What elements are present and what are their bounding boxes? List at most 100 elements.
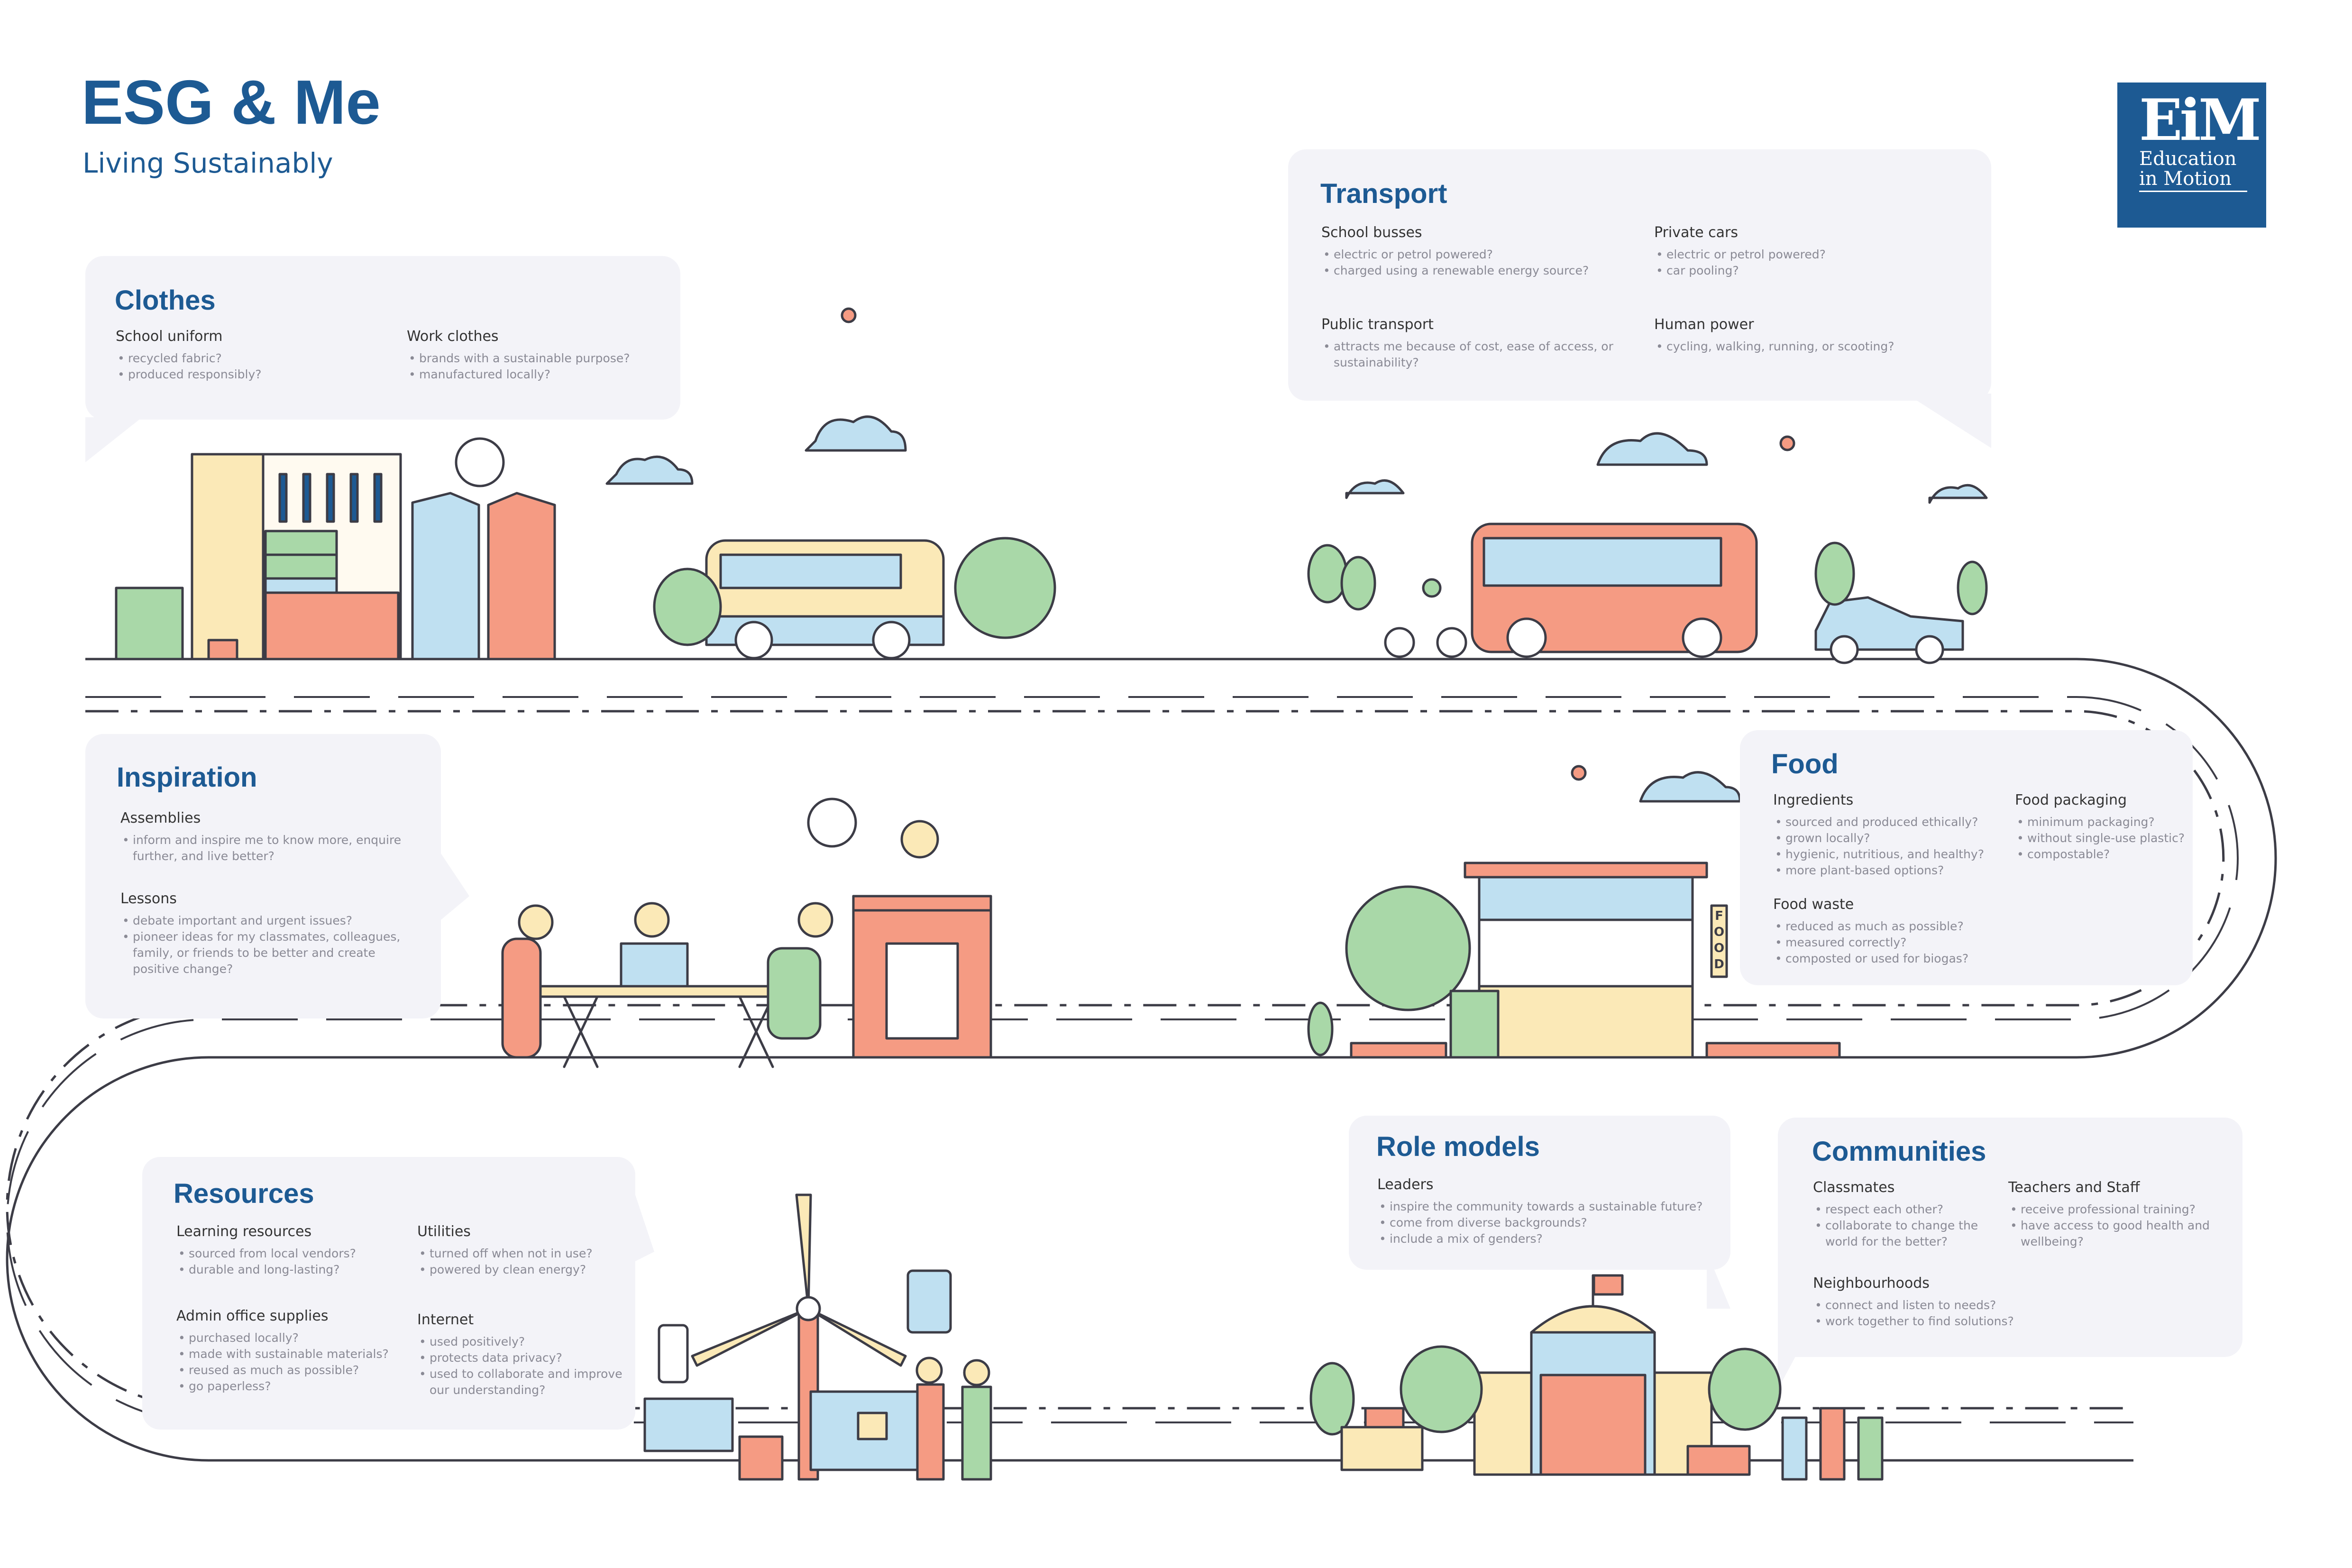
podium <box>852 895 992 1059</box>
food-stall <box>1464 862 1708 1059</box>
tree <box>1340 556 1376 611</box>
tree <box>653 568 722 646</box>
phone <box>658 1324 689 1384</box>
section-lessons: Lessons debate important and urgent issu… <box>120 890 424 977</box>
logo-rule <box>2139 191 2247 192</box>
classroom-table <box>534 985 803 1068</box>
fence <box>1350 1042 1447 1059</box>
section-school-uniform: School uniform recycled fabric?produced … <box>116 328 381 383</box>
sun-dot <box>1571 765 1587 781</box>
solar-panel <box>643 1397 734 1452</box>
section-utilities: Utilities turned off when not in use?pow… <box>417 1223 626 1278</box>
section-neighbourhoods: Neighbourhoods connect and listen to nee… <box>1813 1275 2097 1330</box>
eim-logo: EiM Education in Motion <box>2117 83 2266 228</box>
section-private-cars: Private cars electric or petrol powered?… <box>1654 224 1977 279</box>
section-leaders: Leaders inspire the community towards a … <box>1377 1176 1728 1247</box>
student-head <box>634 902 670 938</box>
panel-inspiration: Inspiration Assemblies inform and inspir… <box>85 734 441 1018</box>
cloud <box>605 455 694 485</box>
cyclist <box>1384 578 1467 658</box>
logo-line-1: Education <box>2139 148 2237 170</box>
pencil-pot <box>738 1435 784 1481</box>
panel-resources: Resources Learning resources sourced fro… <box>142 1157 635 1430</box>
section-food-waste: Food waste reduced as much as possible?m… <box>1773 896 2039 967</box>
fence <box>1705 1042 1841 1059</box>
tree <box>1400 1345 1483 1433</box>
worker-head <box>915 1357 943 1384</box>
worker-head <box>963 1359 990 1386</box>
tree <box>1708 1348 1782 1431</box>
tree <box>1307 1001 1334 1056</box>
red-outfit <box>487 492 556 660</box>
panel-title: Food <box>1771 749 1839 779</box>
panel-title: Transport <box>1320 178 1447 209</box>
section-work-clothes: Work clothes brands with a sustainable p… <box>407 328 672 383</box>
lock-icon <box>857 1412 888 1440</box>
food-sign <box>1710 904 1728 978</box>
tree <box>1309 1362 1355 1436</box>
cloud <box>1345 479 1405 499</box>
section-admin-office-supplies: Admin office supplies purchased locally?… <box>176 1308 413 1394</box>
panel-food: Food Ingredients sourced and produced et… <box>1740 730 2193 985</box>
cloud <box>1596 432 1708 466</box>
worker <box>916 1383 945 1481</box>
leader-group <box>1340 1426 1424 1471</box>
student <box>767 947 822 1040</box>
student-head <box>797 902 833 938</box>
shirt-and-trousers <box>411 492 480 660</box>
tree <box>1957 560 1988 615</box>
section-public-transport: Public transport attracts me because of … <box>1321 316 1644 371</box>
laptop <box>620 942 689 988</box>
food-sign-text: FOOD <box>1713 909 1725 972</box>
red-bus <box>1471 523 1758 658</box>
logo-mark: EiM <box>2139 87 2261 154</box>
panel-title: Clothes <box>115 285 216 316</box>
page-title: ESG & Me <box>82 67 381 137</box>
panel-title: Role models <box>1376 1131 1540 1162</box>
page-subtitle: Living Sustainably <box>82 147 333 179</box>
cloud <box>805 415 907 452</box>
wind-turbine <box>691 1193 907 1481</box>
panel-communities: Communities Classmates respect each othe… <box>1778 1118 2242 1357</box>
speaker-head <box>900 820 939 859</box>
tree <box>1307 544 1348 604</box>
sun-dot <box>1779 435 1795 451</box>
section-school-busses: School busses electric or petrol powered… <box>1321 224 1644 279</box>
tree <box>1345 885 1471 1011</box>
panel-title: Resources <box>174 1178 314 1209</box>
sun-dot <box>841 307 857 323</box>
tablet <box>906 1269 952 1334</box>
section-ingredients: Ingredients sourced and produced ethical… <box>1773 792 2020 879</box>
panel-title: Communities <box>1812 1136 1986 1167</box>
section-human-power: Human power cycling, walking, running, o… <box>1654 316 1977 355</box>
section-food-packaging: Food packaging minimum packaging?without… <box>2015 792 2186 862</box>
wall-clock <box>455 437 505 487</box>
tree <box>1814 541 1855 606</box>
section-classmates: Classmates respect each other?collaborat… <box>1813 1179 2003 1250</box>
blue-car <box>1814 596 1964 664</box>
panel-title: Inspiration <box>117 762 257 793</box>
crate <box>1686 1445 1751 1476</box>
panel-clothes: Clothes School uniform recycled fabric?p… <box>85 256 680 420</box>
student <box>501 937 542 1059</box>
panel-transport: Transport School busses electric or petr… <box>1288 149 1991 401</box>
cloud <box>1928 484 1988 504</box>
cloud <box>1639 771 1741 803</box>
wardrobe <box>191 453 402 660</box>
section-learning-resources: Learning resources sourced from local ve… <box>176 1223 413 1278</box>
tree <box>954 537 1056 639</box>
school-bus <box>705 539 945 660</box>
recycle-bag <box>115 587 184 660</box>
scene-objects <box>115 307 1988 1481</box>
town-hall <box>1473 1274 1713 1476</box>
compost-bin <box>1449 990 1500 1059</box>
student-head <box>518 904 554 940</box>
section-teachers-and-staff: Teachers and Staff receive professional … <box>2008 1179 2226 1250</box>
plant-pot <box>207 639 238 660</box>
community-group <box>1781 1407 1884 1481</box>
section-internet: Internet used positively?protects data p… <box>417 1311 626 1398</box>
panel-role-models: Role models Leaders inspire the communit… <box>1349 1116 1730 1270</box>
section-assemblies: Assemblies inform and inspire me to know… <box>120 810 424 864</box>
wall-clock <box>807 798 857 848</box>
